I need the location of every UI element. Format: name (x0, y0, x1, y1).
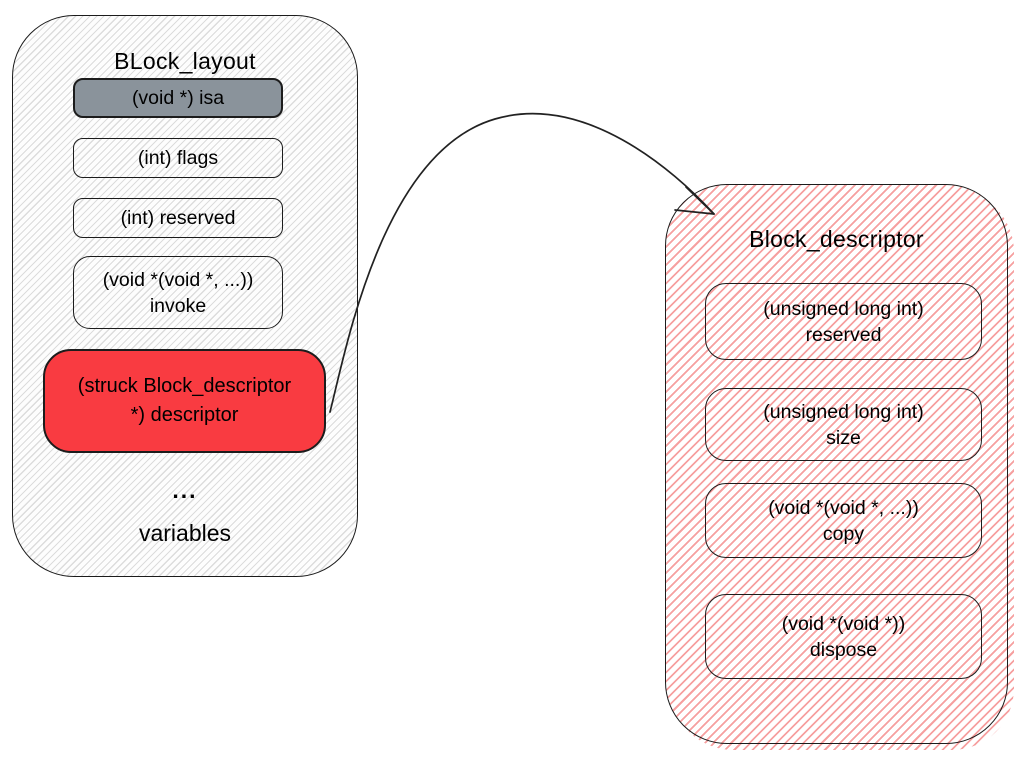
field-invoke-type: (void *(void *, ...)) (102, 268, 254, 291)
field-invoke-label: invoke (149, 294, 207, 317)
field-invoke: (void *(void *, ...)) invoke (73, 256, 283, 329)
field-desc-reserved-type: (unsigned long int) (763, 297, 924, 320)
field-desc-copy-label: copy (822, 522, 865, 545)
field-flags-label: (int) flags (137, 147, 219, 169)
field-isa: (void *) isa (73, 78, 283, 118)
ellipsis-more-fields: ... (172, 476, 198, 503)
field-descriptor-label: *) descriptor (130, 404, 239, 426)
block-descriptor-container: Block_descriptor (unsigned long int) res… (665, 184, 1008, 744)
field-desc-size: (unsigned long int) size (705, 388, 982, 461)
block-layout-container: BLock_layout (void *) isa (int) flags (i… (12, 15, 358, 577)
block-descriptor-title: Block_descriptor (749, 225, 924, 252)
field-desc-size-type: (unsigned long int) (763, 400, 924, 423)
field-desc-dispose-type: (void *(void *)) (781, 612, 906, 635)
field-reserved: (int) reserved (73, 198, 283, 238)
field-desc-size-label: size (826, 426, 861, 449)
field-flags: (int) flags (73, 138, 283, 178)
field-desc-copy: (void *(void *, ...)) copy (705, 483, 982, 558)
variables-label: variables (138, 519, 232, 546)
field-isa-label: (void *) isa (131, 87, 225, 109)
field-reserved-label: (int) reserved (120, 207, 236, 229)
field-desc-dispose: (void *(void *)) dispose (705, 594, 982, 679)
field-desc-dispose-label: dispose (809, 638, 878, 661)
block-layout-title: BLock_layout (114, 47, 256, 74)
field-desc-reserved: (unsigned long int) reserved (705, 283, 982, 360)
arrow-curve (329, 112, 715, 413)
field-descriptor: (struck Block_descriptor *) descriptor (43, 349, 326, 453)
field-desc-copy-type: (void *(void *, ...)) (768, 496, 919, 519)
field-descriptor-type: (struck Block_descriptor (77, 375, 292, 397)
field-desc-reserved-label: reserved (805, 323, 882, 346)
